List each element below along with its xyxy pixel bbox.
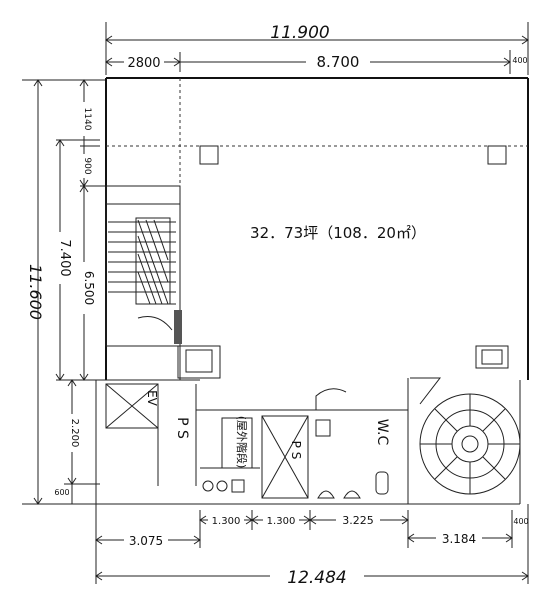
dim-bottom-a: 3.075 [129,534,163,548]
dim-bottom-e: 3.184 [442,532,476,546]
left-dimensions: 11.600 7.400 6.500 1140 900 2.200 600 [22,79,106,505]
wc-label: W.C [374,419,390,446]
area-label: 32．73坪（108．20㎡） [250,224,426,242]
ev-label: EV [145,390,159,407]
ps-mid-label: P S [289,441,303,460]
top-dimensions: 11.900 2800 8.700 400 [105,22,529,75]
stair [105,185,182,347]
dim-left-a: 7.400 [57,239,72,276]
shaft-label: (屋外階段) [235,416,249,469]
dim-left-e: 1140 [82,108,92,131]
dim-left-total: 11.600 [26,264,45,320]
spiral-stair [410,345,521,495]
dim-bottom-f: 400 [513,517,528,526]
dim-left-c: 2.200 [69,419,80,448]
dim-bottom-c: 1.300 [267,516,296,527]
ps-left-label: P S [174,417,190,439]
dim-bottom-b: 1.300 [212,516,241,527]
dim-left-b: 6.500 [82,271,96,305]
column-right [487,145,507,165]
dim-top-left: 2800 [127,56,160,71]
dim-left-f: 900 [82,157,92,174]
dim-top-right: 400 [512,56,527,65]
core-block: (屋外階段) P S W.C [196,378,409,504]
dim-left-d: 600 [54,488,69,497]
bottom-dimensions: 3.075 1.300 1.300 3.225 3.184 400 12.484 [95,504,529,588]
dim-top-total: 11.900 [270,23,329,43]
dim-bottom-total: 12.484 [287,568,346,588]
dim-top-mid: 8.700 [317,53,360,71]
ev-block: EV P S [96,345,221,486]
dim-bottom-d: 3.225 [342,514,374,527]
column-left [199,145,219,165]
